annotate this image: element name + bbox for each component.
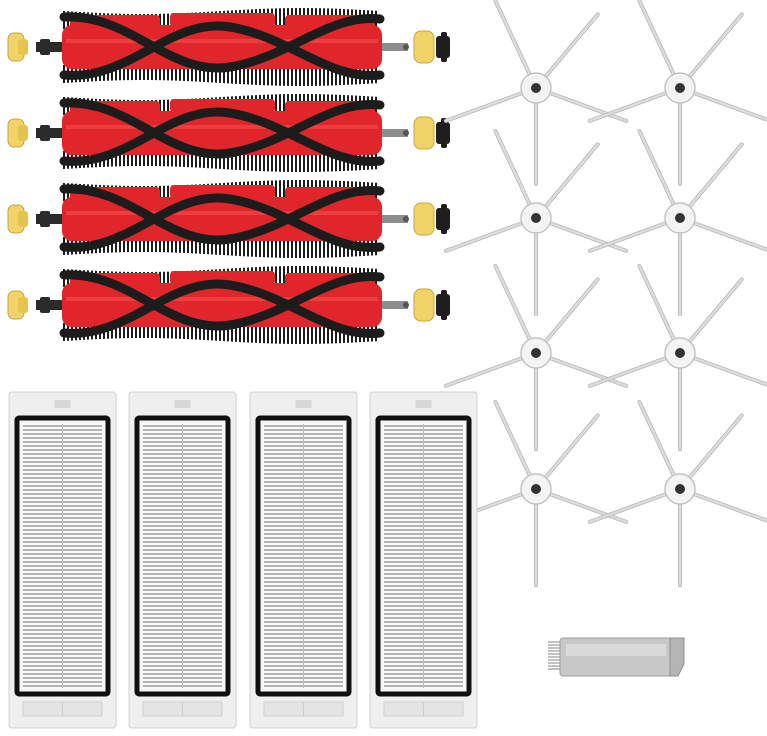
hepa-filter-icon xyxy=(128,391,237,729)
side-brush-icon xyxy=(443,399,629,587)
side-brush-icon xyxy=(587,0,767,186)
roller-brush-icon xyxy=(7,266,450,344)
roller-brush-icon xyxy=(7,180,450,258)
roller-brush-icon xyxy=(7,94,450,172)
hepa-filter-icon xyxy=(8,391,117,729)
cleaning-tool-icon xyxy=(548,637,685,677)
side-brush-icon xyxy=(587,263,767,451)
roller-brush-icon xyxy=(7,8,450,86)
side-brush-icon xyxy=(443,128,629,316)
hepa-filter-icon xyxy=(249,391,358,729)
side-brush-icon xyxy=(587,128,767,316)
side-brush-icon xyxy=(443,263,629,451)
side-brush-icon xyxy=(443,0,629,186)
hepa-filter-icon xyxy=(369,391,478,729)
side-brush-icon xyxy=(587,399,767,587)
